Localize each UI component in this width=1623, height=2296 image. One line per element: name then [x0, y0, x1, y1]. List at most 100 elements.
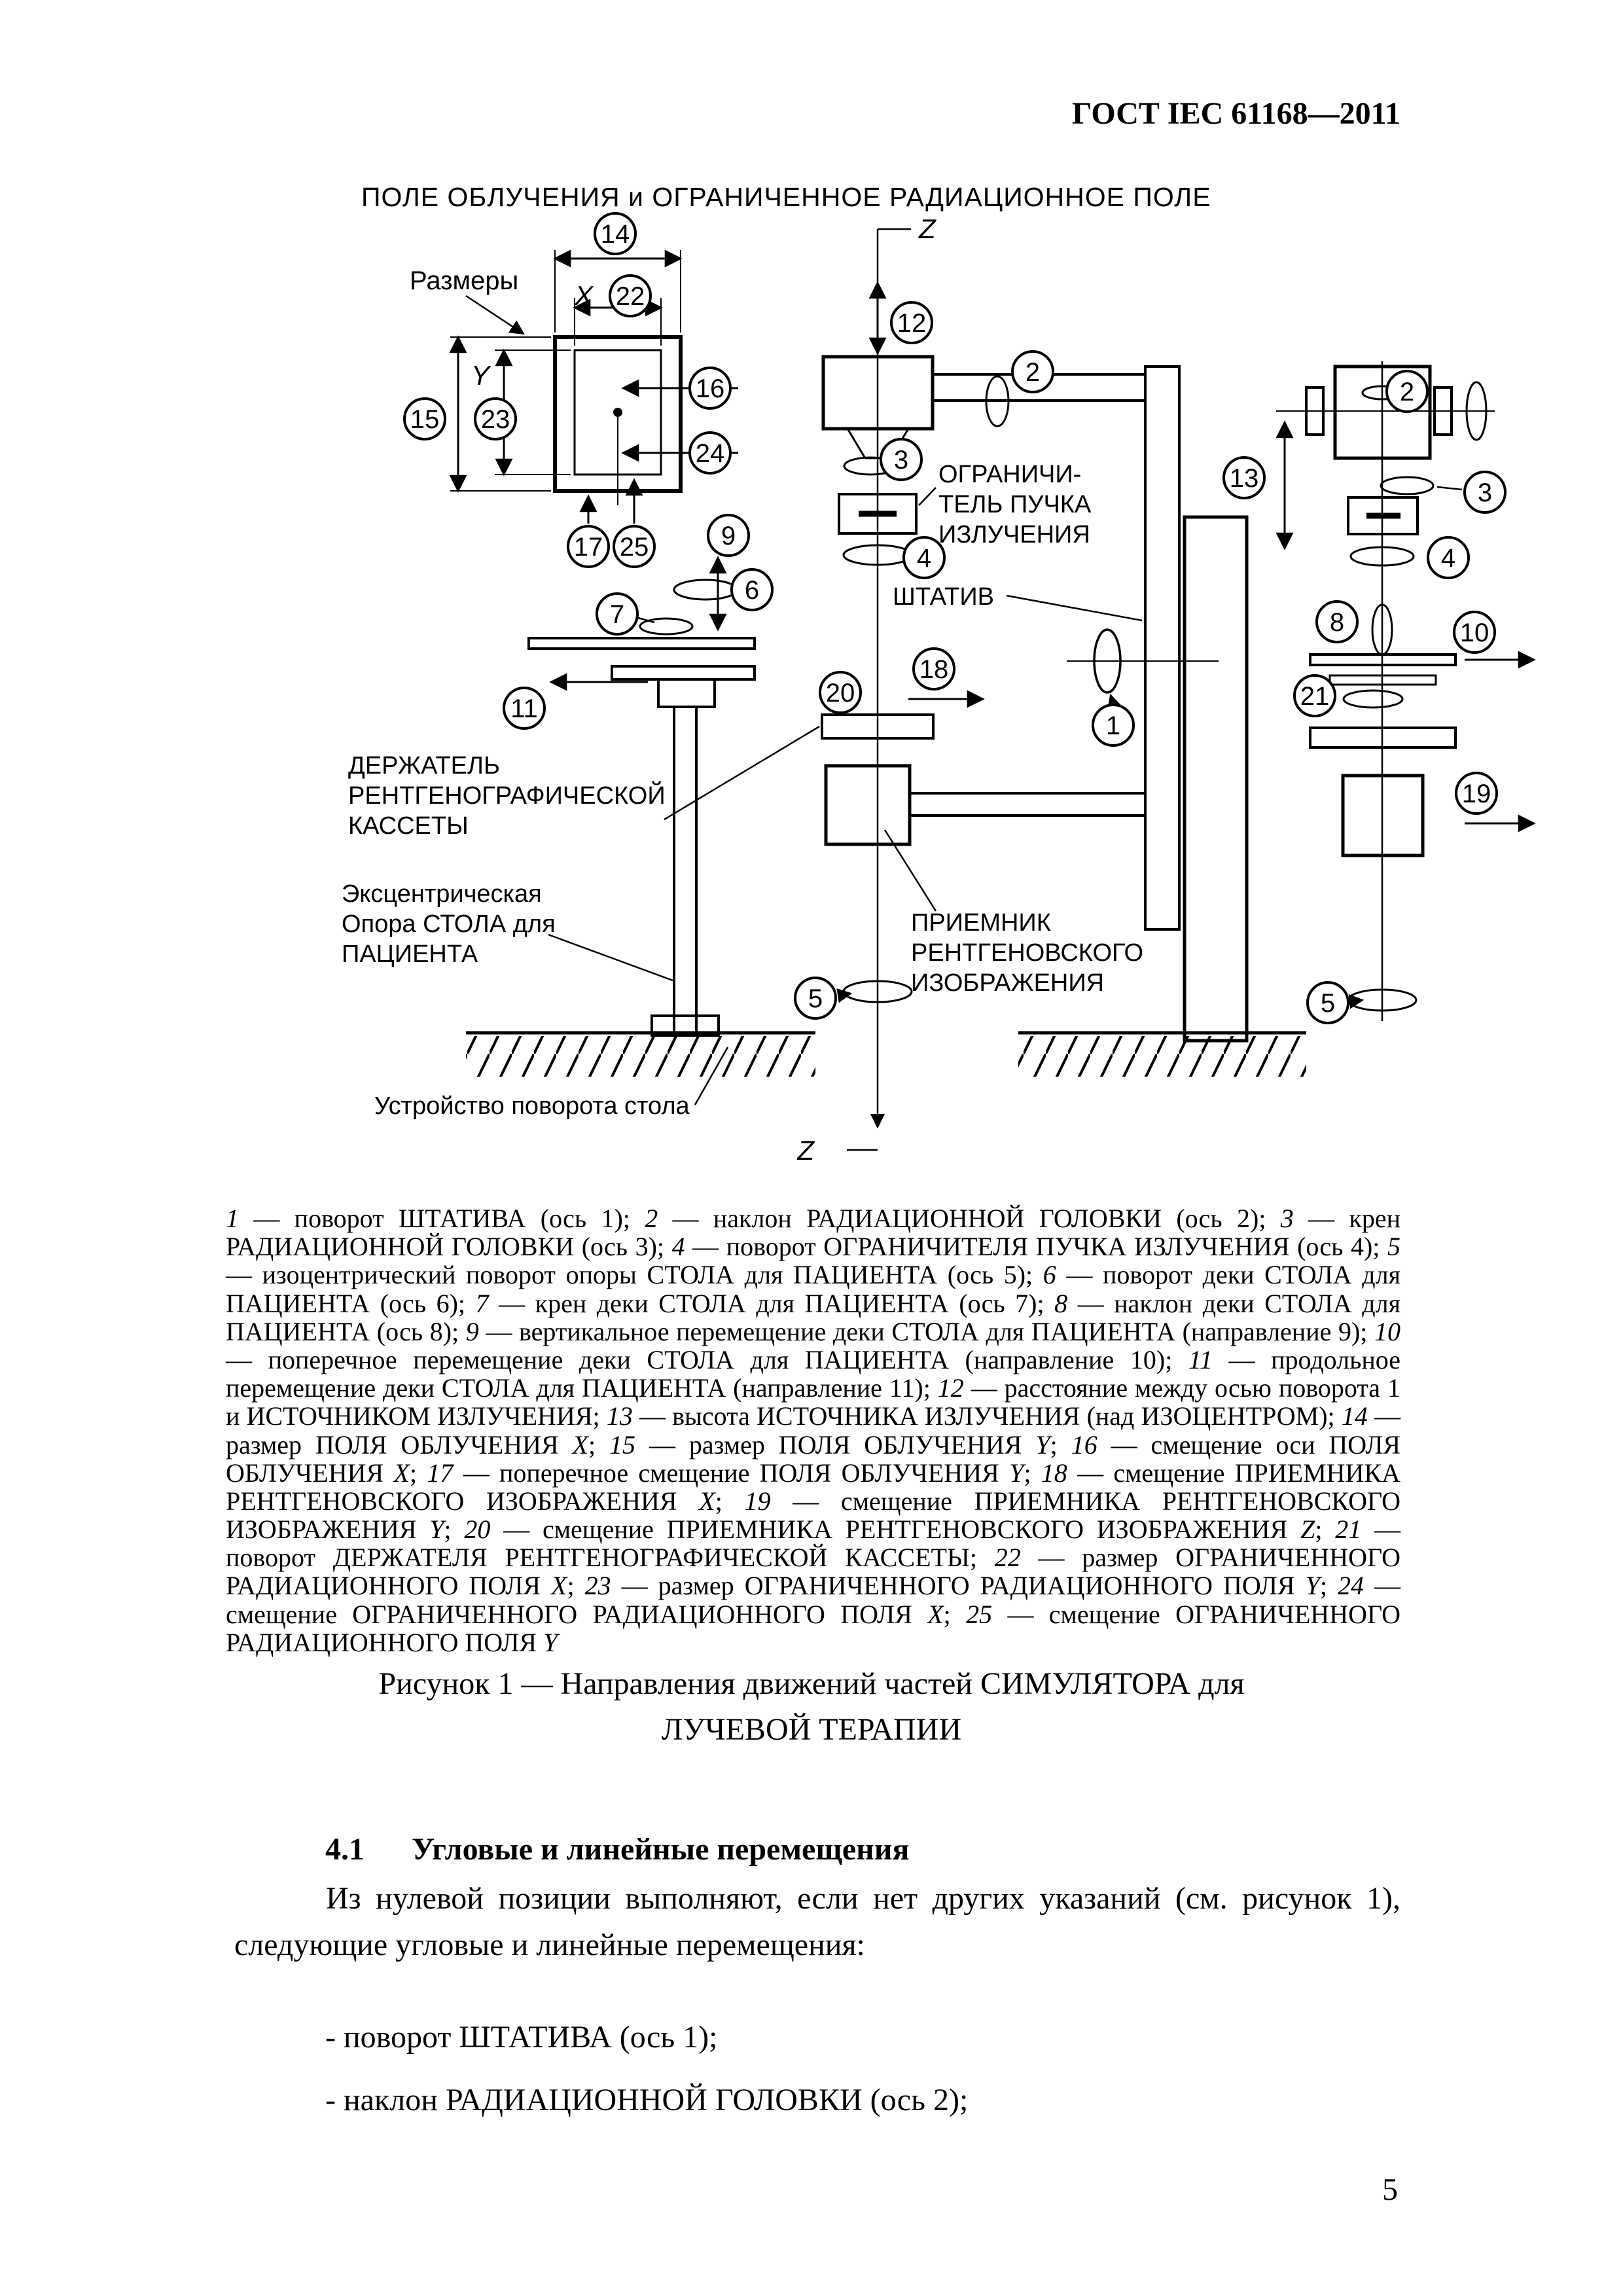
list-item: - наклон РАДИАЦИОННОЙ ГОЛОВКИ (ось 2);: [325, 2082, 969, 2117]
legend-item-number: 1: [226, 1204, 239, 1233]
cassette-holder: [821, 713, 935, 740]
svg-text:24: 24: [696, 439, 725, 468]
svg-text:2: 2: [1026, 358, 1040, 387]
svg-text:9: 9: [721, 522, 736, 550]
legend-item-number: 25: [966, 1599, 993, 1629]
callout-10: 10: [1453, 611, 1496, 654]
figure-title: ПОЛЕ ОБЛУЧЕНИЯ и ОГРАНИЧЕННОЕ РАДИАЦИОНН…: [361, 182, 1211, 212]
axis21-rotation-symbol: [1342, 689, 1404, 709]
svg-text:3: 3: [1478, 478, 1492, 507]
legend-item-number: 9: [465, 1316, 479, 1346]
callout-13: 13: [1222, 456, 1266, 499]
floor-hatch-left: [466, 1036, 815, 1077]
axis6-rotation-symbol: [673, 579, 738, 601]
table-top-side: [1309, 653, 1457, 666]
callout-6: 6: [730, 568, 774, 611]
radiation-head: [821, 355, 935, 431]
legend-item-number: 6: [1043, 1260, 1056, 1290]
figure-caption: Рисунок 1 — Направления движений частей …: [378, 1666, 1245, 1747]
page-number: 5: [1382, 2172, 1398, 2207]
section-number: 4.1: [325, 1832, 365, 1867]
legend-item-number: 13: [606, 1401, 633, 1431]
y-dimension-label: Y: [471, 360, 491, 391]
svg-text:21: 21: [1300, 682, 1330, 711]
svg-text:23: 23: [481, 405, 510, 434]
callout-14: 14: [594, 212, 637, 255]
callout-21: 21: [1293, 674, 1336, 717]
svg-text:5: 5: [808, 984, 823, 1013]
svg-text:11: 11: [510, 694, 538, 723]
callout-17: 17: [567, 525, 610, 568]
callout-12: 12: [890, 301, 933, 344]
page-header: ГОСТ IEC 61168—2011: [1071, 96, 1400, 131]
svg-text:15: 15: [410, 405, 440, 434]
legend-item-number: 11: [1188, 1344, 1213, 1374]
table-rotation-label: Устройство поворота стола: [374, 1092, 690, 1120]
svg-text:20: 20: [826, 679, 855, 708]
svg-text:8: 8: [1330, 608, 1344, 637]
callout-7: 7: [596, 592, 639, 636]
svg-text:14: 14: [601, 220, 630, 249]
image-receiver-label-line3: ИЗОБРАЖЕНИЯ: [911, 969, 1104, 997]
image-receiver-side: [1341, 774, 1425, 857]
legend-item-number: 20: [464, 1515, 491, 1545]
callout-11: 11: [503, 687, 546, 730]
beam-limiter-side: [1347, 496, 1419, 535]
svg-text:19: 19: [1462, 780, 1491, 808]
svg-text:18: 18: [919, 655, 949, 684]
gantry-label: ШТАТИВ: [893, 583, 994, 611]
legend-item-number: 15: [609, 1429, 636, 1460]
svg-text:4: 4: [1441, 544, 1455, 573]
callout-9: 9: [707, 514, 750, 557]
svg-text:16: 16: [696, 374, 725, 403]
image-receiver-label-line2: РЕНТГЕНОВСКОГО: [911, 939, 1143, 967]
callout-3: 3: [880, 438, 923, 481]
axis3-rotation-symbol-side: [1380, 476, 1435, 495]
callout-22: 22: [609, 274, 652, 317]
svg-text:25: 25: [620, 533, 649, 562]
cassette-holder-label-line2: РЕНТГЕНОГРАФИЧЕСКОЙ: [348, 780, 666, 810]
svg-text:7: 7: [610, 600, 624, 629]
callout-8: 8: [1315, 600, 1359, 643]
svg-text:12: 12: [897, 309, 927, 338]
callout-1: 1: [1092, 704, 1135, 747]
legend-item-number: 12: [937, 1373, 964, 1403]
gantry-stand: [1183, 515, 1249, 1043]
legend-item-number: 10: [1374, 1316, 1401, 1346]
movement-list: - поворот ШТАТИВА (ось 1); - наклон РАДИ…: [325, 2015, 968, 2140]
callout-5: 5: [794, 977, 837, 1020]
callout-15: 15: [403, 397, 446, 440]
beam-limiter-label-line2: ТЕЛЬ ПУЧКА: [938, 491, 1092, 518]
axis7-rotation-symbol: [639, 617, 694, 636]
table-support-label-line1: Эксцентрическая: [342, 880, 542, 908]
legend-item-number: 17: [427, 1458, 454, 1488]
svg-text:10: 10: [1460, 619, 1489, 647]
axis1-rotation-symbol: [1093, 628, 1122, 694]
callout-16: 16: [688, 367, 732, 410]
z-axis-top-label: Z: [918, 213, 936, 244]
table-support-label-line2: Опора СТОЛА для: [342, 910, 556, 938]
axis2-rotation-symbol: [985, 375, 1010, 427]
legend-item-number: 24: [1338, 1571, 1364, 1601]
callout-2: 2: [1385, 370, 1429, 413]
x-dimension-label: X: [574, 280, 594, 311]
cassette-holder-label-line3: КАССЕТЫ: [348, 812, 469, 840]
callout-24: 24: [688, 431, 732, 475]
legend-item-number: 2: [645, 1204, 658, 1233]
svg-text:5: 5: [1321, 989, 1335, 1018]
legend-item-number: 7: [475, 1288, 489, 1318]
diagram-geometry: [449, 228, 1536, 1151]
callout-2: 2: [1011, 350, 1054, 393]
legend-item-number: 22: [994, 1543, 1021, 1573]
callout-20: 20: [819, 671, 862, 714]
gantry-arm: [1144, 365, 1181, 931]
table-top: [527, 637, 756, 650]
radiation-head-side: [1333, 365, 1432, 460]
legend-item-number: 16: [1071, 1429, 1097, 1460]
cassette-holder-label-line1: ДЕРЖАТЕЛЬ: [348, 752, 500, 780]
figure-diagram: 1422152316241725122349671120181513234810…: [342, 212, 1536, 1166]
legend-item-number: 19: [744, 1486, 771, 1516]
callout-25: 25: [613, 525, 656, 568]
